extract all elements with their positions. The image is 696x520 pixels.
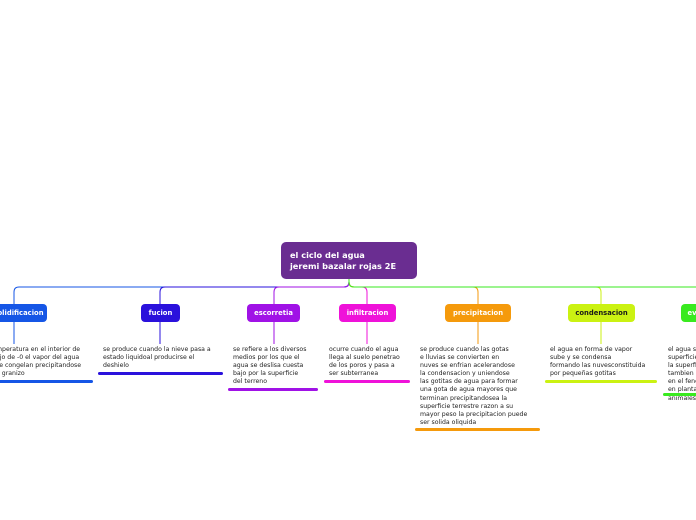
underline-condensacion (545, 380, 657, 383)
note-escorretia: se refiere a los diversos medios por los… (233, 346, 307, 386)
connector-root-topic-1 (159, 279, 350, 304)
root-title-line2: jeremi bazalar rojas 2E (290, 261, 397, 271)
underline-escorretia (228, 388, 318, 391)
underline-infiltracion (324, 380, 410, 383)
connector-root-topic-4 (348, 279, 479, 304)
topic-infiltracion[interactable]: infiltracion (339, 304, 396, 322)
note-fucion: se produce cuando la nieve pasa a estado… (103, 346, 211, 370)
root-topic[interactable]: el ciclo del agua jeremi bazalar rojas 2… (281, 242, 417, 279)
connector-root-topic-3 (348, 279, 368, 304)
underline-solidificacion (0, 380, 93, 383)
underline-evaporacion (663, 393, 696, 396)
note-solidificacion: mperatura en el interior de ajo de -0 el… (0, 346, 82, 378)
underline-fucion (98, 372, 223, 375)
note-evaporacion: el agua se superficie la superfic tambie… (668, 346, 696, 402)
topic-evaporacion[interactable]: evaporacion (681, 304, 696, 322)
note-condensacion: el agua en forma de vapor sube y se cond… (550, 346, 646, 378)
topic-solidificacion[interactable]: solidificacion (0, 304, 47, 322)
topic-fucion[interactable]: fucion (141, 304, 180, 322)
root-title-line1: el ciclo del agua (290, 250, 365, 260)
underline-precipitacion (415, 428, 540, 431)
topic-escorretia[interactable]: escorretia (247, 304, 300, 322)
connector-root-topic-6 (348, 279, 696, 288)
connector-root-topic-2 (273, 279, 350, 304)
topic-precipitacion[interactable]: precipitacion (445, 304, 511, 322)
connector-root-topic-5 (348, 279, 602, 304)
topic-condensacion[interactable]: condensacion (568, 304, 635, 322)
connector-root-topic-0 (13, 279, 350, 304)
note-precipitacion: se produce cuando las gotas e lluvias se… (420, 346, 528, 426)
note-infiltracion: ocurre cuando el agua llega al suelo pen… (329, 346, 400, 378)
